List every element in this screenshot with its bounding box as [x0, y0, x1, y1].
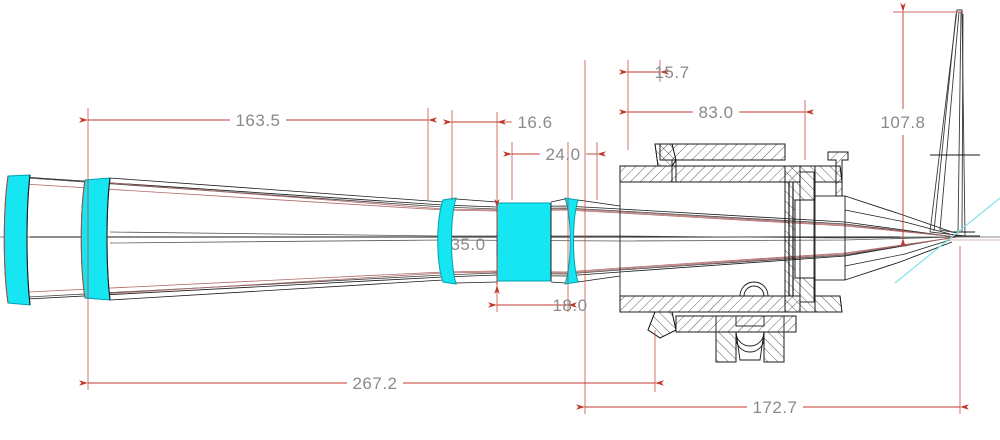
dimension-163-5: 163.5 [79, 111, 437, 130]
barrel-taper [109, 177, 444, 301]
focal-plane-marker [894, 154, 1000, 284]
dimension-value: 16.6 [517, 113, 552, 132]
dimension-35-0: 35.0 [450, 199, 500, 294]
dimension-15-7: 15.7 [619, 63, 689, 82]
lens-element-2 [80, 177, 111, 301]
dimension-value: 267.2 [352, 374, 397, 393]
dimension-83-0: 83.0 [619, 103, 814, 122]
dimension-value: 107.8 [880, 113, 925, 132]
dimension-value: 83.0 [698, 103, 733, 122]
dimension-107-8: 107.8 [880, 3, 925, 247]
dimension-value: 163.5 [235, 111, 280, 130]
dimension-value: 35.0 [450, 235, 485, 254]
lens-element-4-block [496, 202, 552, 282]
dimension-value: 18.0 [552, 296, 587, 315]
dimension-value: 172.7 [752, 398, 797, 417]
lens-element-3 [437, 197, 457, 285]
dimension-18-0: 18.0 [488, 296, 587, 315]
focal-cone-bundle [929, 9, 980, 237]
dimension-value: 24.0 [545, 145, 580, 164]
dimension-24-0: 24.0 [503, 145, 606, 164]
dimension-172-7: 172.7 [576, 398, 969, 417]
dimension-layer: 163.5 16.6 24.0 18.0 35.0 15.7 83.0 107.8 267.2 1… [79, 3, 969, 417]
dimension-267-2: 267.2 [79, 374, 664, 393]
dimension-16-6: 16.6 [443, 113, 552, 132]
sensor-housing-assembly [619, 143, 953, 363]
dimension-value: 15.7 [654, 63, 689, 82]
lens-element-1 [3, 174, 31, 306]
